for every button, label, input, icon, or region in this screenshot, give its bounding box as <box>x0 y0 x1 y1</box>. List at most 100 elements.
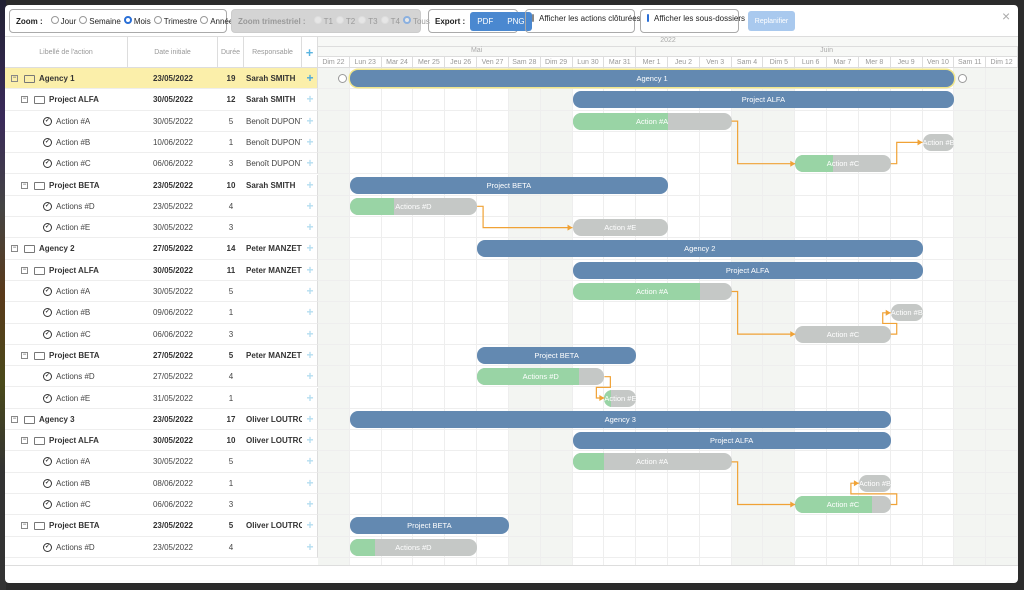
project-bar[interactable]: Project ALFA <box>572 261 923 279</box>
quarter-radio-t4[interactable] <box>380 16 389 24</box>
zoom-radio-année[interactable] <box>200 16 209 24</box>
action-bar[interactable]: Action #B <box>858 474 891 492</box>
add-child-button[interactable]: + <box>306 347 314 362</box>
add-child-button[interactable]: + <box>306 326 314 341</box>
zoom-radio-semaine[interactable] <box>79 16 88 24</box>
add-child-button[interactable]: + <box>306 390 314 405</box>
resize-handle-start[interactable] <box>337 74 347 83</box>
action-bar[interactable]: Action #A <box>572 283 732 300</box>
project-bar[interactable]: Project BETA <box>349 176 668 194</box>
action-bar[interactable]: Action #C <box>795 155 891 173</box>
add-root-button[interactable]: + <box>302 37 318 68</box>
add-child-button[interactable]: + <box>306 539 314 554</box>
collapse-toggle-icon[interactable]: − <box>21 181 28 189</box>
add-child-button[interactable]: + <box>306 220 314 235</box>
action-bar[interactable]: Action #A <box>572 112 732 130</box>
add-child-button[interactable]: + <box>306 134 314 149</box>
add-child-button[interactable]: + <box>306 305 314 320</box>
collapse-toggle-icon[interactable]: − <box>11 245 18 253</box>
add-child-button[interactable]: + <box>306 92 314 107</box>
action-bar[interactable]: Actions #D <box>349 197 478 215</box>
project-bar[interactable]: Project BETA <box>349 517 509 535</box>
add-child-button[interactable]: + <box>306 433 314 448</box>
agency-bar[interactable]: Agency 2 <box>477 240 923 258</box>
replan-button[interactable]: Replanifier <box>748 11 795 31</box>
collapse-toggle-icon[interactable]: − <box>21 522 28 530</box>
show-closed-toggle[interactable]: Afficher les actions clôturées <box>525 9 641 33</box>
collapse-toggle-icon[interactable]: − <box>21 351 28 359</box>
export-pdf-button[interactable]: PDF <box>470 11 501 31</box>
export-png-button[interactable]: PNG <box>500 11 532 31</box>
add-child-button[interactable]: + <box>306 156 314 171</box>
action-bar[interactable]: Action #B <box>890 304 923 322</box>
zoom-radio-jour[interactable] <box>50 16 59 24</box>
add-child-button[interactable]: + <box>306 241 314 256</box>
quarter-radio-t1[interactable] <box>313 16 322 24</box>
action-bar[interactable]: Action #C <box>795 325 891 343</box>
add-child-button[interactable]: + <box>306 284 314 298</box>
collapse-toggle-icon[interactable]: − <box>21 266 28 274</box>
add-child-button[interactable]: + <box>306 454 314 469</box>
add-child-button[interactable]: + <box>306 198 314 213</box>
zoom-radio-mois[interactable] <box>123 16 132 24</box>
add-child-button[interactable]: + <box>306 497 314 511</box>
add-child-button[interactable]: + <box>306 518 314 533</box>
action-bar[interactable]: Actions #D <box>477 368 605 386</box>
quarter-radio-tous[interactable] <box>402 16 411 24</box>
action-bar[interactable]: Actions #D <box>349 538 478 556</box>
close-icon[interactable]: × <box>1002 8 1011 24</box>
show-subfolders-toggle[interactable]: Afficher les sous-dossiers <box>640 9 745 33</box>
add-child-button[interactable]: + <box>306 369 314 384</box>
action-bar[interactable]: Action #E <box>604 389 637 407</box>
resize-handle-end[interactable] <box>958 74 968 83</box>
add-child-button[interactable]: + <box>306 411 314 426</box>
project-bar[interactable]: Project ALFA <box>572 91 955 109</box>
duration-cell: 17 <box>226 414 236 424</box>
show-subfolders-checkbox[interactable] <box>647 14 649 22</box>
project-bar[interactable]: Project ALFA <box>572 432 891 450</box>
agency-bar[interactable]: Agency 3 <box>349 410 891 428</box>
quarter-radio-t2[interactable] <box>335 16 344 24</box>
agency-bar[interactable]: Agency 1 <box>349 70 955 87</box>
show-closed-checkbox[interactable] <box>532 14 534 22</box>
collapse-toggle-icon[interactable]: − <box>21 437 28 445</box>
collapse-toggle-icon[interactable]: − <box>11 75 18 82</box>
add-child-button[interactable]: + <box>306 113 314 128</box>
action-bar[interactable]: Action #C <box>795 496 891 513</box>
collapse-toggle-icon[interactable]: − <box>21 96 28 104</box>
add-child-button[interactable]: + <box>306 475 314 490</box>
project-bar[interactable]: Project BETA <box>477 346 637 364</box>
action-bar[interactable]: Action #B <box>922 133 955 151</box>
quarter-radio-t3[interactable] <box>358 16 367 24</box>
action-bar[interactable]: Action #A <box>572 453 732 471</box>
action-bar[interactable]: Action #E <box>572 219 668 237</box>
zoom-radio-trimestre[interactable] <box>153 16 162 24</box>
add-child-button[interactable]: + <box>306 177 314 192</box>
add-child-button[interactable]: + <box>306 262 314 277</box>
collapse-toggle-icon[interactable]: − <box>11 415 18 423</box>
add-child-button[interactable]: + <box>306 71 314 85</box>
